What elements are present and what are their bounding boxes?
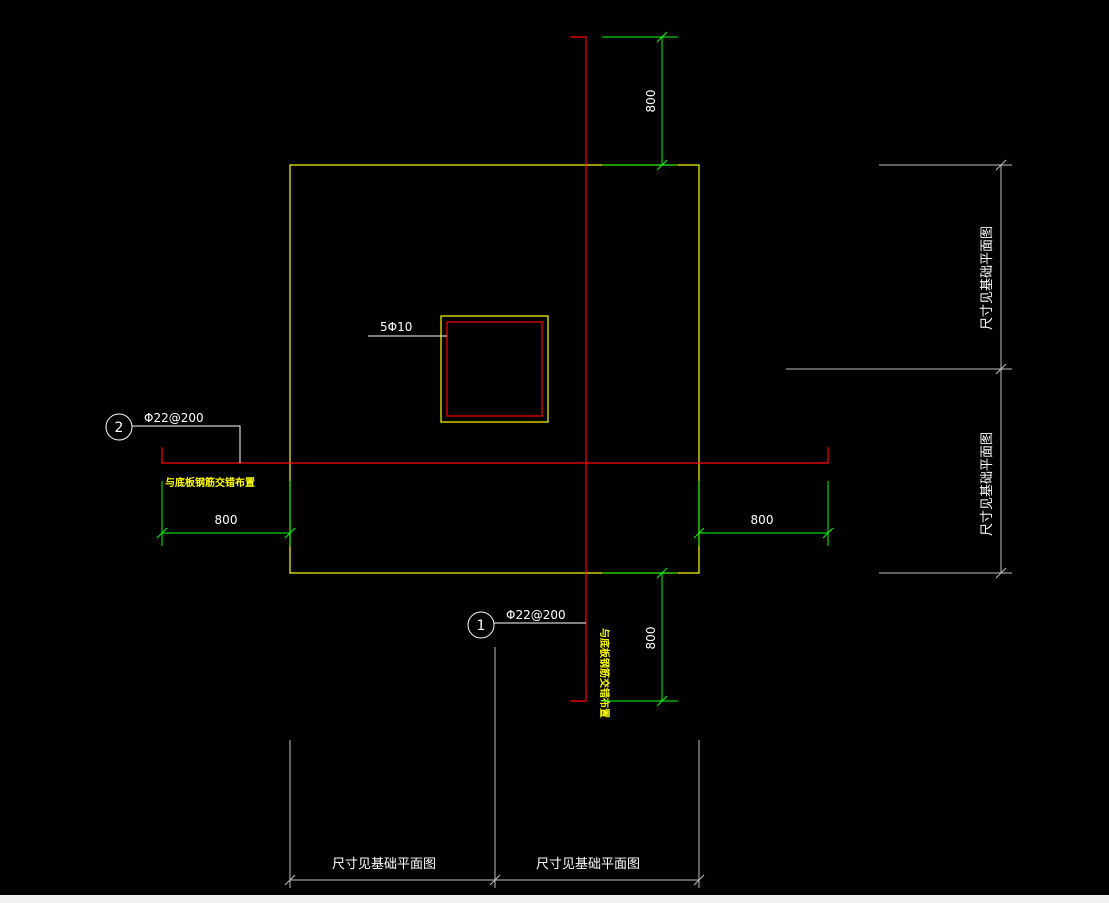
rebar-marker-2-number: 2 bbox=[115, 420, 124, 436]
rebar-2-label: Φ22@200 bbox=[144, 411, 204, 425]
size-right-upper-label: 尺寸见基础平面图 bbox=[980, 226, 995, 330]
rebar-2-leader bbox=[132, 425, 241, 463]
dimension-left: 800 bbox=[156, 481, 296, 546]
column-rebar-label: 5Φ10 bbox=[380, 320, 412, 334]
dimension-bottom: 800 bbox=[602, 567, 678, 707]
dimension-bottom-value: 800 bbox=[644, 627, 658, 650]
rebar-x-note: 与底板钢筋交错布置 bbox=[165, 476, 255, 489]
size-right-lower-label: 尺寸见基础平面图 bbox=[980, 432, 995, 536]
column-stirrup bbox=[446, 321, 543, 417]
size-bottom-right-label: 尺寸见基础平面图 bbox=[536, 857, 640, 872]
footing-outline bbox=[289, 164, 700, 574]
dimension-right-value: 800 bbox=[751, 513, 774, 527]
dimension-top-value: 800 bbox=[644, 90, 658, 113]
size-dimension-bottom: 尺寸见基础平面图 尺寸见基础平面图 bbox=[284, 647, 705, 888]
rebar-marker-1-number: 1 bbox=[477, 618, 486, 634]
rebar-marker-1 bbox=[467, 611, 495, 639]
dimension-right: 800 bbox=[693, 481, 834, 546]
rebar-marker-2 bbox=[105, 413, 133, 441]
dimension-top: 800 bbox=[602, 31, 678, 171]
size-dimension-right: 尺寸见基础平面图 尺寸见基础平面图 bbox=[786, 159, 1012, 579]
dimension-left-value: 800 bbox=[215, 513, 238, 527]
rebar-y-direction bbox=[570, 36, 587, 702]
size-bottom-left-label: 尺寸见基础平面图 bbox=[332, 857, 436, 872]
rebar-1-label: Φ22@200 bbox=[506, 608, 566, 622]
column-outline bbox=[440, 315, 549, 423]
rebar-y-note: 与底板钢筋交错布置 bbox=[598, 628, 611, 718]
rebar-x-direction bbox=[161, 447, 829, 464]
